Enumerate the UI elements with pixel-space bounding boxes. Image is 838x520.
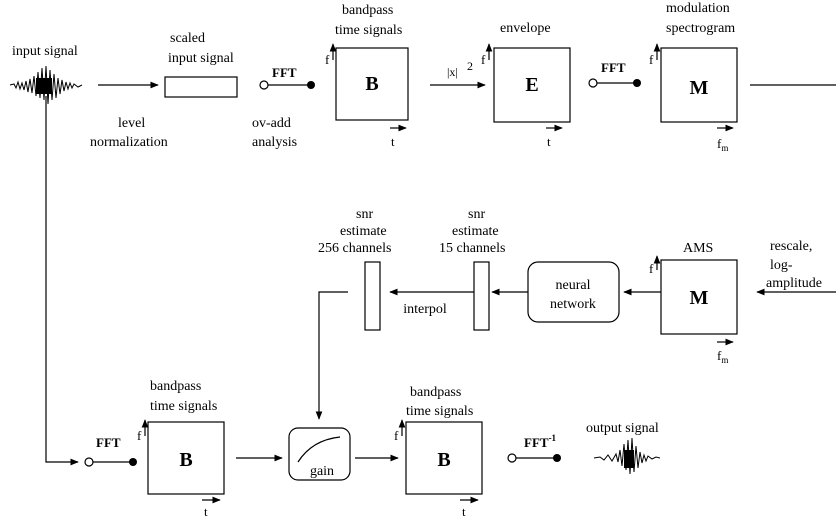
arrow-snr256-to-gain — [315, 291, 348, 420]
scaled-input-signal-label: input signal — [168, 51, 234, 66]
modulation-spectrogram-box — [660, 47, 738, 123]
gain-box — [288, 427, 351, 481]
bandpass-box-top — [335, 47, 409, 121]
axis-f-m-mid: f — [649, 261, 654, 276]
network-label: network — [550, 297, 596, 312]
modulation-label: modulation — [666, 1, 730, 16]
axis-f-m-top: f — [649, 52, 654, 67]
arrow-input-to-fft-bottom — [45, 96, 79, 466]
amplitude-label: amplitude — [766, 276, 822, 291]
axis-f-b-br: f — [394, 428, 399, 443]
output-waveform-core — [624, 450, 634, 468]
box-b-label-top: B — [365, 73, 378, 95]
time-signals-label-br: time signals — [406, 404, 473, 419]
abs-squared-label: |x| — [447, 65, 458, 79]
gain-curve-icon — [297, 436, 341, 463]
fft-label-1: FFT — [272, 65, 297, 80]
fft-label-2: FFT — [601, 60, 626, 75]
output-signal-label: output signal — [586, 421, 659, 436]
neural-label: neural — [556, 278, 591, 293]
fft-filled-node-1 — [307, 81, 315, 89]
bandpass-label-bl: bandpass — [150, 379, 201, 394]
time-signals-label-top: time signals — [335, 23, 402, 38]
axis-f-e: f — [481, 52, 486, 67]
input-waveform-core — [36, 78, 52, 94]
ams-label: AMS — [683, 241, 713, 256]
fft-open-node-3 — [84, 457, 94, 467]
normalization-label: normalization — [90, 135, 168, 150]
axis-t-b-top: t — [391, 134, 395, 149]
axis-fm-m-mid: fm — [717, 348, 728, 365]
axis-f-b-top: f — [325, 52, 330, 67]
snr-256-channels-bar — [364, 261, 381, 331]
analysis-label: analysis — [252, 135, 297, 150]
bandpass-box-bottom-right — [405, 421, 483, 495]
axis-fm-m-top: fm — [717, 136, 728, 153]
bandpass-label-top: bandpass — [342, 3, 393, 18]
level-label: level — [118, 116, 145, 131]
fft-filled-node-2 — [633, 79, 641, 87]
bandpass-box-bottom-left — [147, 421, 225, 495]
bandpass-label-br: bandpass — [410, 385, 461, 400]
envelope-label: envelope — [500, 21, 551, 36]
log-label: log- — [770, 258, 793, 273]
axis-t-b-bl: t — [204, 504, 208, 519]
input-signal-label: input signal — [12, 44, 78, 59]
estimate15-label: estimate — [452, 224, 499, 239]
scaled-input-signal-box — [164, 76, 238, 98]
time-signals-label-bl: time signals — [150, 399, 217, 414]
interpol-label: interpol — [403, 302, 447, 317]
snr15-label: snr — [468, 207, 485, 222]
envelope-box — [493, 47, 571, 123]
ovadd-label: ov-add — [252, 116, 291, 131]
box-e-label: E — [525, 74, 538, 96]
box-b-label-br: B — [437, 449, 450, 471]
box-m-label-mid: M — [690, 287, 709, 309]
spectrogram-label: spectrogram — [666, 21, 735, 36]
scaled-label: scaled — [170, 31, 205, 46]
axis-t-b-br: t — [462, 504, 466, 519]
axis-t-e: t — [547, 134, 551, 149]
ifft-filled-node — [553, 454, 561, 462]
fft-label-3: FFT — [96, 435, 121, 450]
output-waveform-icon — [593, 437, 661, 475]
ams-pattern-box — [660, 259, 738, 335]
fft-open-node-1 — [259, 80, 269, 90]
fft-filled-node-3 — [129, 458, 137, 466]
channels256-label: 256 channels — [318, 241, 391, 256]
ifft-open-node — [507, 453, 517, 463]
fft-open-node-2 — [588, 78, 598, 88]
channels15-label: 15 channels — [439, 241, 505, 256]
abs-squared-exponent: 2 — [467, 59, 473, 73]
snr256-label: snr — [356, 207, 373, 222]
box-m-label-top: M — [690, 77, 709, 99]
axis-f-b-bl: f — [137, 428, 142, 443]
rescale-label: rescale, — [770, 239, 812, 254]
ifft-label: FFT-1 — [524, 433, 557, 450]
gain-label: gain — [310, 464, 334, 479]
box-b-label-bl: B — [179, 449, 192, 471]
estimate256-label: estimate — [340, 224, 387, 239]
snr-15-channels-bar — [473, 261, 490, 331]
